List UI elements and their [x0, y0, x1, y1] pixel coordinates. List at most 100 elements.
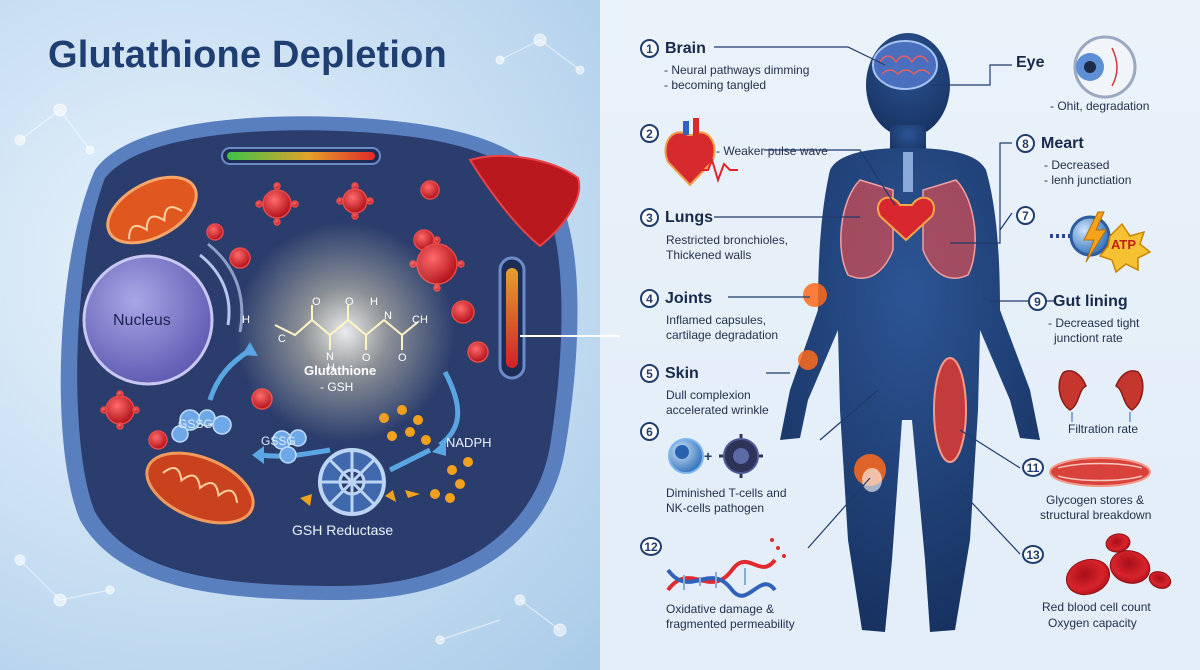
organ-detail: Restricted bronchioles,	[666, 233, 789, 247]
er-organelle	[468, 155, 581, 248]
callout-lines	[714, 46, 1054, 555]
organ-detail: Glycogen stores &	[1046, 493, 1145, 507]
chem-atom-label: H	[370, 296, 378, 308]
organ-callout-eye: Eye	[1016, 54, 1044, 72]
organ-name: Brain	[665, 39, 706, 57]
chem-atom-label: N	[384, 310, 392, 322]
organ-detail: - Decreased	[1044, 158, 1110, 172]
callout-number: 9	[1028, 292, 1047, 311]
chem-atom-label: CH	[412, 314, 428, 326]
background-network	[14, 33, 585, 645]
chem-atom-label: O	[345, 296, 354, 308]
kidney-icons	[1058, 370, 1144, 422]
organ-callout-atp: 7	[1016, 206, 1035, 225]
eye-icon	[1073, 35, 1137, 99]
organ-detail: fragmented permeability	[666, 617, 795, 631]
chem-atom-label: O	[312, 296, 321, 308]
organ-callout-blood: 13	[1022, 545, 1044, 564]
organ-name: Skin	[665, 364, 699, 382]
heart-organ-icon	[664, 118, 738, 187]
callout-number: 3	[640, 208, 659, 227]
organ-detail: Thickened walls	[666, 248, 752, 262]
page-title: Glutathione Depletion	[48, 34, 447, 76]
organ-detail: Red blood cell count	[1042, 600, 1151, 614]
dna-icon	[666, 538, 786, 598]
organ-callout-lungs: 3 Lungs Restricted bronchioles, Thickened…	[640, 208, 788, 263]
chem-atom-label: H	[242, 314, 250, 326]
reductase-label: GSH Reductase	[292, 522, 394, 538]
gssg-label: GSSG	[178, 417, 213, 431]
muscle-icon	[933, 357, 967, 463]
callout-number: 5	[640, 364, 659, 383]
organ-detail: - Neural pathways dimming	[664, 63, 810, 77]
organ-detail: NK-cells pathogen	[666, 501, 765, 515]
organ-callout-gut: 9 Gut lining - Decreased tight junctiont …	[1028, 292, 1139, 346]
organ-name: Meart	[1041, 134, 1084, 152]
heart-icon	[877, 196, 935, 242]
organ-detail: - Weaker pulse wave	[716, 144, 828, 158]
organ-detail: Oxidative damage &	[666, 602, 775, 616]
molecule-abbrev: - GSH	[320, 380, 354, 394]
organ-name: Gut lining	[1053, 292, 1128, 310]
callout-number: 1	[640, 39, 659, 58]
organ-callout-dna: 12	[640, 537, 662, 556]
gear-icon	[318, 448, 386, 516]
svg-text:+: +	[704, 448, 712, 464]
organ-detail: Diminished T-cells and	[666, 486, 787, 500]
nucleus-icon	[82, 242, 244, 386]
immune-cells-icon: +	[668, 434, 763, 478]
glutathione-molecule	[274, 305, 419, 350]
organ-callout-heart-pulse: 2	[640, 124, 659, 143]
glutathione-glow	[235, 222, 455, 442]
callout-number: 7	[1016, 206, 1035, 225]
organ-detail: Inflamed capsules,	[666, 313, 767, 327]
chem-atom-label: H	[327, 362, 335, 374]
callout-number: 6	[640, 422, 659, 441]
organ-name: Joints	[665, 289, 713, 307]
nadph-label: NADPH	[446, 435, 492, 450]
organ-name: Eye	[1016, 54, 1045, 71]
human-body-silhouette	[780, 33, 1040, 632]
organ-detail: structural breakdown	[1040, 508, 1152, 522]
atp-label: ATP	[1111, 237, 1137, 252]
chem-atom-label: O	[362, 352, 371, 364]
callout-number: 8	[1016, 134, 1035, 153]
nadph-dots	[379, 405, 473, 503]
red-blood-cell-icons	[1065, 533, 1172, 596]
molecule-name: Glutathione	[304, 363, 377, 378]
mitochondrion-icon	[145, 451, 255, 525]
muscle-fiber-icon	[1049, 457, 1151, 487]
nucleus-label: Nucleus	[113, 312, 171, 329]
organ-detail: - lenh junctiation	[1044, 173, 1132, 187]
organ-callout-muscle: 11	[1022, 458, 1044, 477]
callout-number: 4	[640, 289, 659, 308]
chem-atom-label: C	[278, 333, 286, 345]
organ-callout-brain: 1 Brain - Neural pathways dimming - becom…	[640, 39, 809, 93]
organ-detail: Oxygen capacity	[1048, 616, 1137, 630]
atp-icon	[1050, 211, 1152, 274]
organ-detail: - Ohit, degradation	[1050, 99, 1150, 113]
gssg-cluster	[171, 409, 307, 464]
organ-detail: accelerated wrinkle	[666, 403, 769, 417]
organ-detail: cartilage degradation	[666, 328, 779, 342]
organ-name: Lungs	[665, 208, 713, 226]
mitochondrion-icon	[106, 175, 198, 245]
organ-detail: - becoming tangled	[664, 78, 767, 92]
chem-atom-label: N	[326, 351, 334, 363]
callout-number: 12	[640, 537, 662, 556]
organ-detail: - Decreased tight	[1048, 316, 1140, 330]
organ-callout-meart: 8 Meart - Decreased - lenh junctiation	[1016, 134, 1131, 188]
organ-callout-immune: 6	[640, 422, 659, 441]
callout-number: 2	[640, 124, 659, 143]
brain-icon	[872, 40, 938, 90]
gssg-label: GSSG	[261, 434, 296, 448]
callout-number: 11	[1022, 458, 1044, 477]
organ-callout-joints: 4 Joints Inflamed capsules, cartilage deg…	[640, 289, 778, 343]
organ-detail: Filtration rate	[1068, 422, 1139, 436]
organ-detail: junctiont rate	[1054, 331, 1123, 345]
callout-number: 13	[1022, 545, 1044, 564]
spark-icons	[300, 490, 420, 506]
